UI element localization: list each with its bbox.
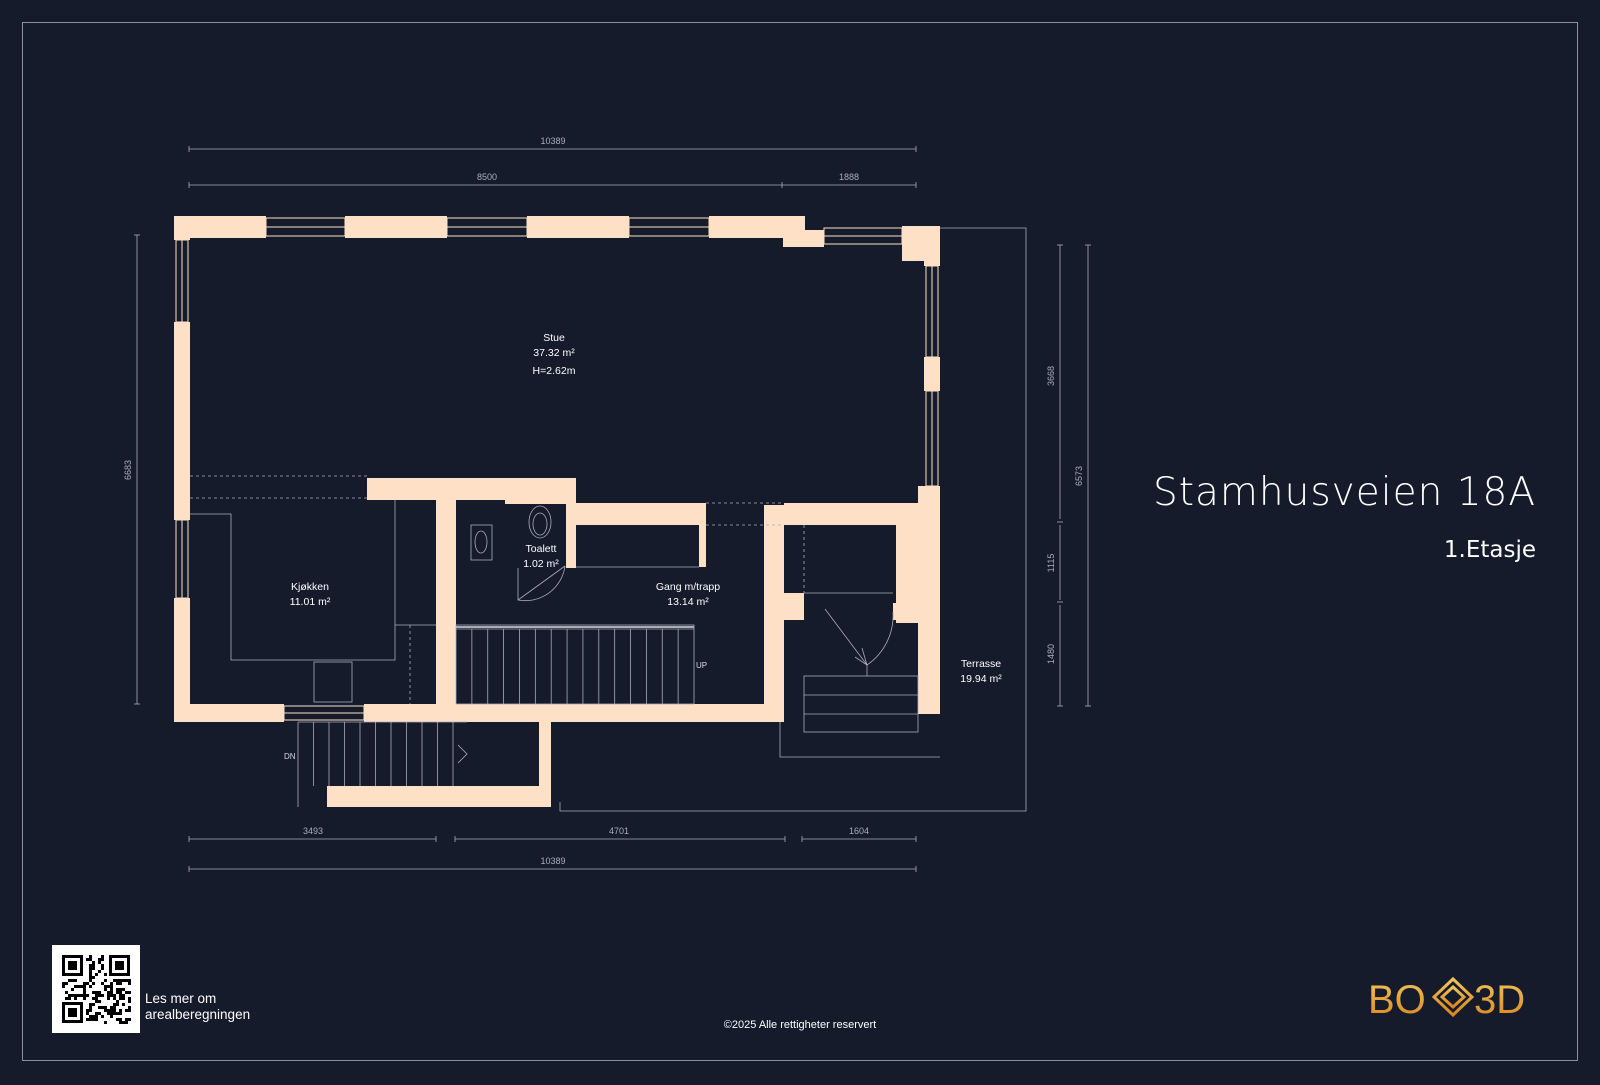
room-label-stue: Stue	[543, 332, 565, 344]
bo3d-logo: BO 3D	[1368, 976, 1525, 1020]
room-height-stue: H=2.62m	[533, 365, 576, 377]
property-address: Stamhusveien 18A	[1152, 470, 1536, 515]
walls	[174, 216, 940, 807]
terrace-steps	[803, 665, 919, 733]
room-area-stue: 37.32 m²	[533, 347, 575, 359]
logo-text-right: 3D	[1474, 978, 1525, 1020]
room-label-gang: Gang m/trapp	[656, 581, 720, 593]
dim-left-height: 6683	[123, 460, 133, 480]
qr-code-pattern	[62, 955, 131, 1024]
dim-bottom-total: 10389	[540, 856, 565, 866]
title-block: Stamhusveien 18A 1.Etasje	[1153, 470, 1536, 563]
logo-diamond-icon	[1431, 976, 1475, 1018]
windows	[175, 217, 939, 721]
room-area-toalett: 1.02 m²	[523, 558, 559, 570]
room-label-kjokken: Kjøkken	[291, 581, 329, 593]
room-area-gang: 13.14 m²	[667, 596, 709, 608]
copyright-text: ©2025 Alle rettigheter reservert	[723, 1019, 877, 1031]
qr-caption: Les mer om arealberegningen	[145, 991, 250, 1023]
stair-label-up: UP	[696, 661, 707, 670]
main-stair-treads	[471, 629, 679, 704]
dim-bottom-left: 3493	[303, 826, 323, 836]
qr-caption-line2: arealberegningen	[145, 1007, 251, 1022]
lower-stair	[297, 721, 468, 807]
dimension-lines	[134, 146, 1091, 872]
dim-right-mid: 1115	[1046, 554, 1056, 573]
dim-top-left: 8500	[477, 172, 497, 182]
main-stair	[455, 624, 695, 705]
room-area-terrasse: 19.94 m²	[960, 673, 1002, 685]
terrace-outline	[559, 227, 1027, 812]
logo-text-left: BO	[1368, 978, 1426, 1020]
dim-right-lower: 1480	[1046, 644, 1056, 664]
dim-right-total: 6573	[1074, 466, 1084, 486]
interior-lines	[190, 475, 893, 704]
qr-caption-line1: Les mer om	[145, 991, 217, 1006]
room-area-kjokken: 11.01 m²	[290, 596, 331, 608]
sheet-border	[22, 22, 1578, 1061]
dim-top-right: 1888	[839, 172, 859, 182]
terrace-door	[824, 608, 894, 666]
dim-right-upper: 3668	[1046, 366, 1056, 386]
floor-label: 1.Etasje	[1443, 537, 1536, 563]
dim-bottom-mid: 4701	[609, 826, 629, 836]
lower-stair-treads	[313, 722, 454, 786]
room-label-toalett: Toalett	[526, 543, 557, 555]
dim-top-total: 10389	[540, 136, 565, 146]
dim-bottom-right: 1604	[849, 826, 869, 836]
room-label-terrasse: Terrasse	[961, 658, 1001, 670]
stair-label-down: DN	[284, 752, 296, 761]
qr-code[interactable]	[52, 945, 140, 1033]
toilet-fixture	[470, 505, 566, 602]
